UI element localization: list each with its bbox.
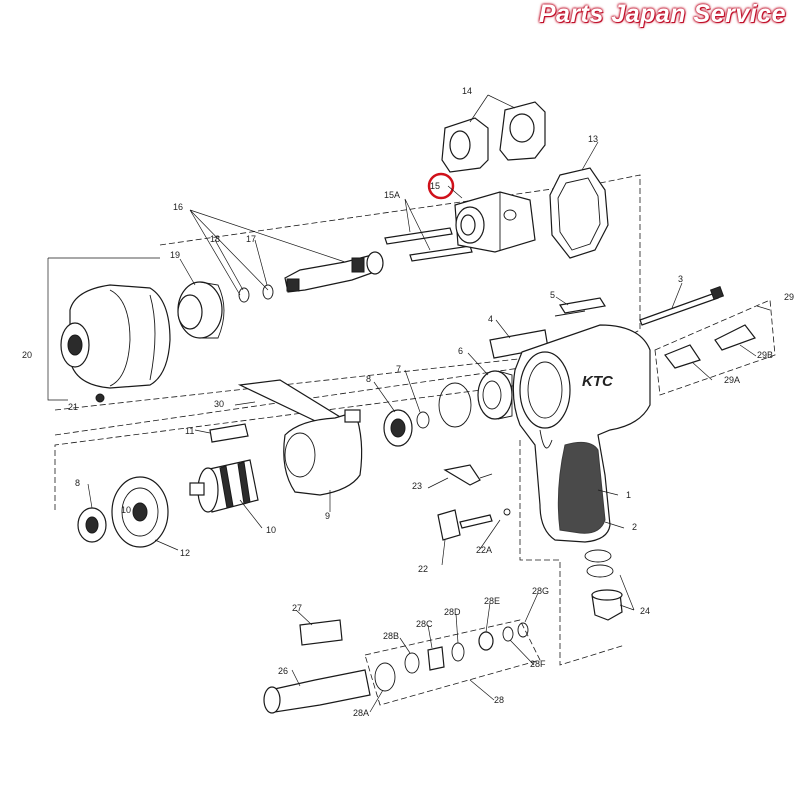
callout-15: 15 bbox=[430, 181, 440, 191]
part-11-vane bbox=[209, 423, 249, 443]
callout-8b: 8 bbox=[75, 478, 80, 488]
callout-17: 17 bbox=[246, 234, 256, 244]
part-24-air-inlet bbox=[591, 589, 623, 621]
callout-29: 29 bbox=[784, 292, 794, 302]
callout-5: 5 bbox=[550, 290, 555, 300]
callout-27: 27 bbox=[292, 603, 302, 613]
callout-22a: 22A bbox=[476, 545, 492, 555]
highlight-ring bbox=[427, 172, 455, 200]
brand-watermark: Parts Japan Service bbox=[538, 0, 786, 28]
callout-11: 11 bbox=[185, 426, 194, 436]
callout-4: 4 bbox=[488, 314, 493, 324]
part-22-trigger-valve bbox=[437, 509, 493, 541]
part-16-anvil bbox=[284, 251, 384, 293]
part-7-ring bbox=[416, 411, 430, 429]
callout-9: 9 bbox=[325, 511, 330, 521]
callout-28e: 28E bbox=[484, 596, 500, 606]
callout-24: 24 bbox=[640, 606, 650, 616]
part-8-bearing-rear bbox=[77, 507, 107, 543]
callout-18: 18 bbox=[210, 234, 220, 244]
part-17-ring bbox=[262, 284, 274, 300]
callout-29a: 29A bbox=[724, 375, 740, 385]
callout-19: 19 bbox=[170, 250, 180, 260]
part-6-back-plate bbox=[477, 370, 513, 420]
callout-1: 1 bbox=[626, 490, 631, 500]
callout-labels: 10 14 13 15 15A 16 18 17 19 20 21 3 29 5… bbox=[22, 86, 794, 718]
part-15a-pins bbox=[384, 227, 473, 262]
part-21-screw bbox=[95, 393, 105, 403]
callout-21: 21 bbox=[68, 402, 78, 412]
callout-29b: 29B bbox=[757, 350, 773, 360]
callout-22: 22 bbox=[418, 564, 428, 574]
callout-7: 7 bbox=[396, 364, 401, 374]
part-19-bushing bbox=[177, 281, 225, 339]
part-8-bearing bbox=[383, 409, 413, 447]
part-12-end-plate bbox=[111, 476, 169, 548]
callout-26: 26 bbox=[278, 666, 288, 676]
part-23-trigger bbox=[443, 464, 493, 486]
part-9-cylinder bbox=[283, 409, 363, 496]
part-5-nameplate bbox=[554, 297, 606, 317]
part-2-orings bbox=[584, 549, 614, 578]
callout-10b: 10 bbox=[266, 525, 276, 535]
tool-logo: KTC bbox=[582, 373, 614, 390]
callout-28: 28 bbox=[494, 695, 504, 705]
callout-15a: 15A bbox=[384, 190, 400, 200]
part-3-bolt bbox=[639, 285, 725, 326]
part-22a-pin bbox=[503, 508, 511, 516]
part-15-hammer-frame bbox=[454, 191, 536, 253]
part-13-gasket bbox=[549, 167, 609, 259]
part-10-rotor bbox=[189, 459, 259, 513]
callout-14: 14 bbox=[462, 86, 472, 96]
callout-30: 30 bbox=[214, 399, 224, 409]
part-14-hammers bbox=[441, 101, 546, 173]
part-1-main-housing: KTC bbox=[512, 324, 651, 543]
callout-28c: 28C bbox=[416, 619, 433, 629]
callout-28g: 28G bbox=[532, 586, 549, 596]
callout-20: 20 bbox=[22, 350, 32, 360]
part-20-hammer-case bbox=[60, 284, 171, 389]
callout-28f: 28F bbox=[530, 659, 546, 669]
callout-10: 10 bbox=[121, 505, 131, 515]
part-27-clip bbox=[299, 619, 343, 646]
part-6-oring bbox=[438, 382, 472, 428]
callout-8: 8 bbox=[366, 374, 371, 384]
part-28-valve-set bbox=[374, 622, 529, 692]
callout-12: 12 bbox=[180, 548, 190, 558]
part-18-ring bbox=[238, 287, 250, 303]
part-26-regulator bbox=[263, 669, 371, 714]
callout-23: 23 bbox=[412, 481, 422, 491]
callout-28a: 28A bbox=[353, 708, 369, 718]
part-29b-knob bbox=[714, 324, 756, 351]
callout-2: 2 bbox=[632, 522, 637, 532]
leader-lines bbox=[47, 94, 771, 713]
part-29a-reverse-valve bbox=[664, 344, 701, 369]
callout-13: 13 bbox=[588, 134, 598, 144]
callout-28d: 28D bbox=[444, 607, 461, 617]
callout-6: 6 bbox=[458, 346, 463, 356]
callout-3: 3 bbox=[678, 274, 683, 284]
callout-16: 16 bbox=[173, 202, 183, 212]
callout-28b: 28B bbox=[383, 631, 399, 641]
